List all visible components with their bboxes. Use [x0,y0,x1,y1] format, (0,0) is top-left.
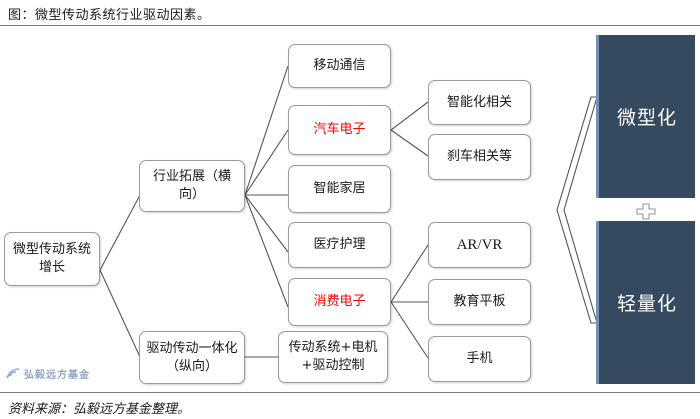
node-intelligence-related[interactable]: 智能化相关 [428,80,531,125]
footer-divider [0,392,700,393]
watermark-label: 弘毅远方基金 [24,370,90,381]
panel-lightweight[interactable]: 轻量化 [596,221,695,384]
node-mobile-communication[interactable]: 移动通信 [288,44,391,88]
node-mobile-phone[interactable]: 手机 [428,336,531,382]
node-education-tablet[interactable]: 教育平板 [428,279,531,325]
node-braking-related-label: 刹车相关等 [446,149,512,165]
node-automotive-electronics[interactable]: 汽车电子 [288,105,391,155]
node-mobile-phone-label: 手机 [466,351,493,367]
node-root-label: 微型传动系统增长 [12,242,91,275]
signal-wave-icon [6,368,20,379]
panel-miniaturization[interactable]: 微型化 [596,35,695,198]
node-drive-system-motor-control-label: 传动系统+电机+驱动控制 [288,340,378,373]
node-ar-vr-label: AR/VR [456,236,503,253]
node-smart-home-label: 智能家居 [313,181,366,197]
node-consumer-electronics-label: 消费电子 [313,294,366,310]
node-intelligence-related-label: 智能化相关 [446,94,512,110]
chevron-left-bracket-icon [556,96,598,324]
node-medical-care[interactable]: 医疗护理 [288,222,391,268]
node-branch-industry-expansion-label: 行业拓展（横向） [152,169,231,202]
plus-cross-icon [636,203,656,220]
node-education-tablet-label: 教育平板 [453,294,506,310]
node-root[interactable]: 微型传动系统增长 [4,232,100,286]
node-branch-integrated-drive-label: 驱动传动一体化（纵向） [146,340,238,374]
source-note: 资料来源：弘毅远方基金整理。 [8,402,191,417]
watermark: 弘毅远方基金 [6,366,90,381]
node-branch-industry-expansion[interactable]: 行业拓展（横向） [139,160,245,212]
node-smart-home[interactable]: 智能家居 [288,165,391,213]
node-braking-related[interactable]: 刹车相关等 [428,134,531,180]
node-branch-integrated-drive[interactable]: 驱动传动一体化（纵向） [139,331,245,384]
page-title: 图：微型传动系统行业驱动因素。 [8,8,211,23]
panel-miniaturization-label: 微型化 [616,107,677,129]
node-medical-care-label: 医疗护理 [313,237,366,253]
node-ar-vr[interactable]: AR/VR [428,222,531,268]
panel-lightweight-label: 轻量化 [616,293,677,315]
node-drive-system-motor-control[interactable]: 传动系统+电机+驱动控制 [278,331,388,383]
node-automotive-electronics-label: 汽车电子 [313,122,366,138]
header-divider [0,25,700,26]
node-consumer-electronics[interactable]: 消费电子 [288,278,391,326]
node-mobile-communication-label: 移动通信 [313,58,366,74]
